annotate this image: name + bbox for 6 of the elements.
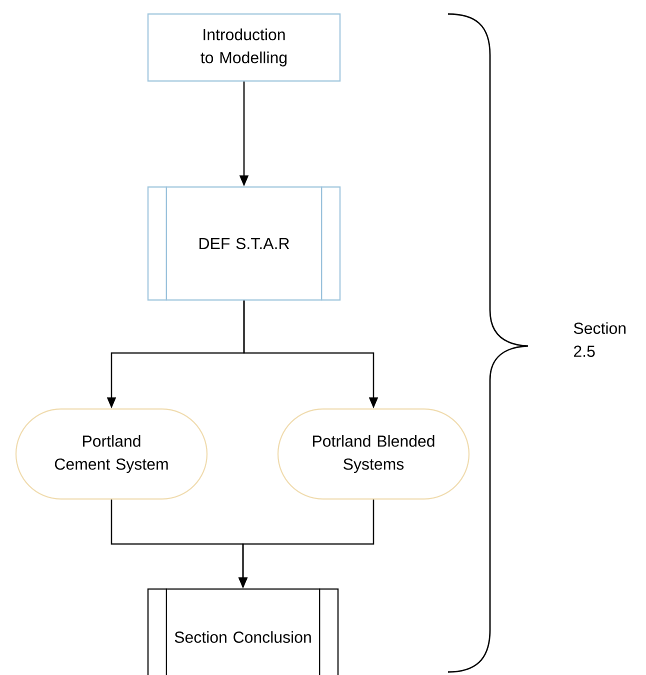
subprocess-box: DEF S.T.A.R [147, 186, 341, 302]
terminal-box: Potrland Blended Systems [277, 408, 470, 500]
terminal-box: Portland Cement System [15, 408, 208, 500]
section-label: Section 2.5 [574, 322, 626, 357]
process-box: Introduction to Modelling [147, 13, 341, 82]
subprocess-box: Section Conclusion [147, 588, 339, 675]
